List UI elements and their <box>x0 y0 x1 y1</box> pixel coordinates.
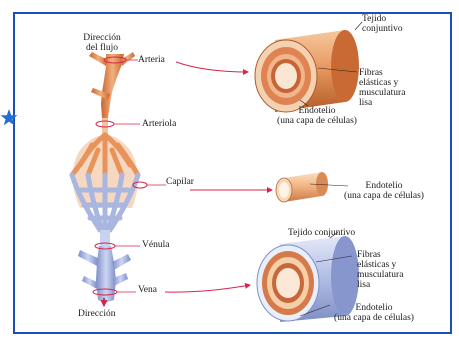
capillary-bed <box>72 135 138 230</box>
vein-endothelium-line-2: (una capa de células) <box>318 313 430 323</box>
vein-connective-label: Tejido conjuntivo <box>288 228 355 238</box>
vein-label: Vena <box>138 285 157 295</box>
artery-fibers-line-3: musculatura <box>359 88 405 98</box>
vein-fibers-line-3: musculatura <box>357 270 403 280</box>
artery-fibers-line-1: Fibras <box>359 68 405 78</box>
flow-direction-line-1: Dirección <box>70 33 134 43</box>
arteriole-label: Arteriola <box>142 119 176 129</box>
artery-connector-arrow <box>176 62 248 72</box>
flow-direction-label: Dirección del flujo <box>70 33 134 53</box>
vein-connector-arrow <box>165 285 250 292</box>
star-icon <box>1 109 18 125</box>
vein-fibers-label: Fibras elásticas y musculatura lisa <box>357 250 403 290</box>
artery-connective-line-1: Tejido <box>362 14 403 24</box>
capillary-endothelium-line-1: Endotelio <box>328 181 440 191</box>
capillary-endothelium-label: Endotelio (una capa de células) <box>328 181 440 201</box>
artery-connective-line-2: conjuntivo <box>362 24 403 34</box>
artery-connective-label: Tejido conjuntivo <box>362 14 403 34</box>
artery-endothelium-label: Endotelio (una capa de células) <box>262 106 372 126</box>
venule-label: Vénula <box>142 240 169 250</box>
artery-endothelium-line-1: Endotelio <box>262 106 372 116</box>
artery-fibers-label: Fibras elásticas y musculatura lisa <box>359 68 405 108</box>
vein-fibers-line-2: elásticas y <box>357 260 403 270</box>
vein-vessel <box>78 230 131 302</box>
vein-endothelium-label: Endotelio (una capa de células) <box>318 303 430 323</box>
vein-endothelium-line-1: Endotelio <box>318 303 430 313</box>
vein-fibers-line-1: Fibras <box>357 250 403 260</box>
capillary-endothelium-line-2: (una capa de células) <box>328 191 440 201</box>
flow-direction-line-2: del flujo <box>70 43 134 53</box>
artery-fibers-line-2: elásticas y <box>359 78 405 88</box>
capillary-label: Capilar <box>166 177 194 187</box>
artery-label: Arteria <box>138 55 165 65</box>
artery-cross-section <box>255 30 359 112</box>
capillary-cross-section <box>276 172 328 202</box>
artery-endothelium-line-2: (una capa de células) <box>262 116 372 126</box>
direction-bottom-label: Dirección <box>78 309 115 319</box>
vein-fibers-line-4: lisa <box>357 280 403 290</box>
